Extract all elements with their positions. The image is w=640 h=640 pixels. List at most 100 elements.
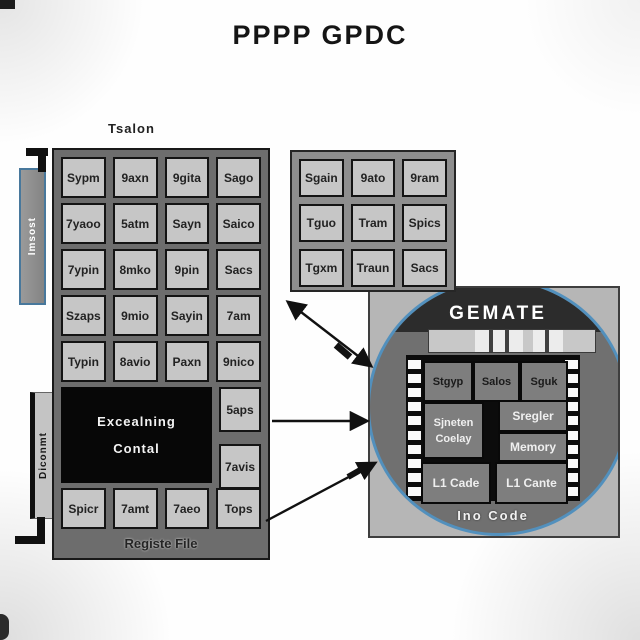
detail-frame: GEMATE (368, 286, 620, 538)
pin (408, 486, 421, 496)
page-title: PPPP GPDC (232, 20, 408, 50)
grid-cell: Sgain (299, 159, 344, 197)
grid-cell: 9mio (112, 295, 158, 336)
grid-cell: Spics (402, 204, 448, 242)
bus-connector (38, 148, 46, 172)
pin (408, 472, 421, 482)
bus-segment (474, 330, 489, 352)
bus-segment (548, 330, 563, 352)
grid-cell: 8avio (112, 341, 158, 382)
bus-divider (544, 330, 549, 352)
grid-cell: Traun (350, 249, 396, 287)
grid-cell: 7am (216, 295, 261, 336)
bus-spacer (429, 330, 475, 352)
grid-row: Tguo Tram Spics (299, 204, 448, 242)
pin (565, 360, 578, 369)
die-header-band: GEMATE (370, 288, 618, 332)
grid-cell: Tguo (299, 204, 344, 242)
grid-row: Spicr 7amt 7aeo Tops (61, 488, 261, 529)
grid-cell: Sago (216, 157, 261, 198)
grid-row: Typin 8avio Paxn 9nico (61, 341, 261, 382)
pin (408, 444, 421, 454)
grid-cell: 7yaoo (61, 203, 106, 244)
grid-cell: 5aps (219, 387, 261, 432)
grid-cell: Sayin (164, 295, 210, 336)
die-detail-circle: GEMATE (370, 288, 618, 536)
pin (408, 402, 421, 412)
pin (565, 402, 578, 412)
pin (408, 416, 421, 426)
grid-cell: 7avis (219, 444, 261, 489)
die-title: GEMATE (449, 303, 547, 324)
bus-segment (508, 330, 523, 352)
corner-artifact (0, 614, 9, 640)
chip-cache-cell: L1 Cade (421, 462, 491, 504)
grid-cell: 9pin (164, 249, 210, 290)
grid-row: Sypm 9axn 9gita Sago (61, 157, 261, 198)
arrow-thick-segment (333, 342, 353, 360)
bus-segment (532, 330, 545, 352)
pin (565, 444, 578, 454)
register-file-label: Registe File (124, 536, 198, 551)
chip-control-cell: Sjneten Coelay (423, 402, 484, 459)
bus-connector (37, 517, 45, 544)
pin-column-right (565, 360, 578, 496)
pin (565, 458, 578, 468)
grid-cell: 9nico (216, 341, 261, 382)
chip-control-line1: Sjneten (433, 416, 474, 429)
arrow-thick-segment (346, 466, 364, 480)
grid-row: Sgain 9ato 9ram (299, 159, 448, 197)
grid-cell: 5atm (112, 203, 158, 244)
chip-cell: Salos (473, 361, 520, 402)
pin (408, 374, 421, 384)
bus-segment (492, 330, 505, 352)
chip-cache-cell: L1 Cante (495, 462, 568, 504)
pin (408, 430, 421, 440)
pin (408, 458, 421, 468)
die-bottom-label: Ino Code (457, 508, 529, 523)
segmented-bus-bar (428, 329, 596, 353)
execution-control-box: Excealning Contal (61, 387, 212, 483)
pin (565, 416, 578, 426)
corner-artifact (0, 0, 15, 9)
control-row: Excealning Contal 5aps 7avis (61, 387, 261, 489)
grid-cell: 9ato (350, 159, 396, 197)
grid-cell: 8mko (112, 249, 158, 290)
grid-cell: 9axn (112, 157, 158, 198)
register-file-block: Sypm 9axn 9gita Sago 7yaoo 5atm Sayn Sai… (52, 148, 270, 560)
pin-column-left (408, 360, 421, 496)
grid-cell: Tgxm (299, 249, 344, 287)
left-grid-label: Tsalon (108, 121, 155, 136)
grid-cell: Sypm (61, 157, 106, 198)
execution-control-line2: Contal (113, 441, 160, 456)
grid-cell: Tram (350, 204, 396, 242)
grid-cell: Sacs (216, 249, 261, 290)
grid-cell: Typin (61, 341, 106, 382)
bus-connector (26, 148, 48, 156)
chip-control-line2: Coelay (435, 432, 472, 445)
pin (408, 360, 421, 369)
grid-cell: 7amt (112, 488, 158, 529)
pin (565, 430, 578, 440)
execution-control-line1: Excealning (97, 414, 176, 429)
pin (565, 472, 578, 482)
top-right-grid: Sgain 9ato 9ram Tguo Tram Spics Tgxm Tra… (290, 150, 456, 292)
chip-cell: Sguk (520, 361, 568, 402)
bus-divider (488, 330, 493, 352)
grid-cell: Saico (216, 203, 261, 244)
bus-spacer (523, 330, 533, 352)
bus-divider (504, 330, 509, 352)
grid-row: Tgxm Traun Sacs (299, 249, 448, 287)
bus-spacer (563, 330, 596, 352)
chip-memory-cell: Memory (498, 432, 568, 462)
grid-cell: Paxn (164, 341, 210, 382)
grid-cell: 9gita (164, 157, 210, 198)
grid-row: 7ypin 8mko 9pin Sacs (61, 249, 261, 290)
side-cell-column: 5aps 7avis (219, 387, 261, 489)
grid-row: Szaps 9mio Sayin 7am (61, 295, 261, 336)
grid-cell: Szaps (61, 295, 106, 336)
pin (565, 374, 578, 384)
grid-cell: Tops (216, 488, 261, 529)
chip-cell: Stgyp (423, 361, 473, 402)
io-bar-bottom-label: Diconmt (38, 432, 49, 479)
